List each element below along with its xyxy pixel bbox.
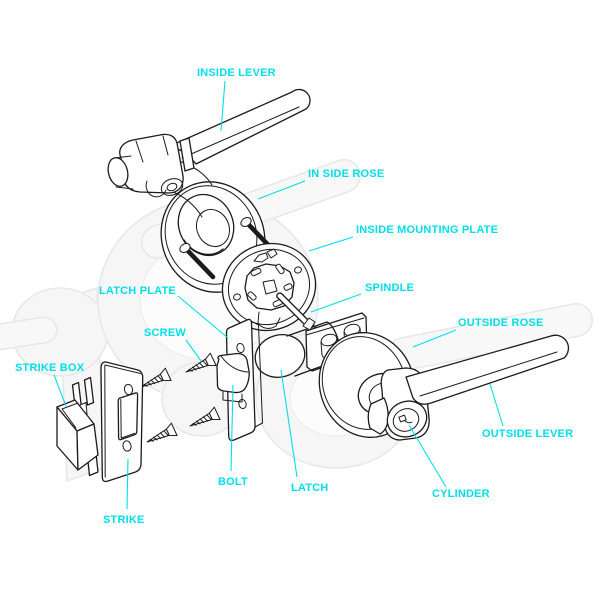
strike-box-prong-right bbox=[83, 376, 95, 406]
labels-layer: INSIDE LEVER IN SIDE ROSE INSIDE MOUNTING … bbox=[15, 67, 573, 526]
ghost-outside-lever-tube-fill bbox=[388, 304, 592, 370]
keyway bbox=[398, 414, 407, 423]
part-label-screw: SCREW bbox=[144, 327, 186, 339]
outside-lever-drawing bbox=[367, 334, 570, 441]
screw-1 bbox=[140, 367, 172, 388]
mechanism-tabs bbox=[253, 248, 278, 263]
screws-drawing bbox=[140, 352, 221, 443]
latch-body bbox=[254, 334, 306, 378]
leader-line-outside-lever bbox=[489, 383, 504, 427]
strike-cutout bbox=[117, 392, 139, 441]
leader-line-bolt bbox=[230, 384, 234, 472]
leader-line-strike bbox=[126, 458, 129, 510]
part-label-latch: LATCH bbox=[291, 482, 328, 494]
leader-line-strike-box bbox=[53, 374, 67, 407]
leader-line-outside-rose bbox=[412, 329, 457, 348]
hub-thumb-tab bbox=[367, 397, 389, 435]
hub-clip bbox=[145, 180, 167, 198]
part-label-inside-rose: IN SIDE ROSE bbox=[308, 168, 384, 180]
part-label-latch-plate: LATCH PLATE bbox=[99, 285, 176, 297]
part-label-strike-box: STRIKE BOX bbox=[15, 362, 85, 374]
screw-2 bbox=[185, 352, 217, 373]
leader-line-latch-plate bbox=[177, 295, 229, 339]
leader-line-spindle bbox=[310, 293, 362, 313]
leader-line-latch bbox=[280, 369, 298, 478]
cylinder-face bbox=[386, 400, 428, 438]
part-label-inside-mounting-plate: INSIDE MOUNTING PLATE bbox=[356, 224, 498, 236]
screw-4 bbox=[189, 406, 221, 427]
strike-box-drawing bbox=[56, 376, 99, 477]
latch-plate-edge bbox=[250, 320, 263, 428]
mechanism-bracket bbox=[257, 311, 281, 329]
spindle-hole bbox=[262, 279, 278, 295]
part-label-cylinder: CYLINDER bbox=[432, 488, 490, 500]
leader-line-inside-lever bbox=[220, 80, 226, 132]
strike-drawing bbox=[100, 361, 144, 483]
strike-box-side bbox=[76, 423, 99, 471]
inside-lever-hub bbox=[119, 133, 184, 194]
screw-3 bbox=[146, 422, 178, 443]
part-label-bolt: BOLT bbox=[218, 476, 248, 488]
leader-line-cylinder bbox=[408, 424, 447, 488]
ghost-tube-left-fill bbox=[0, 318, 56, 349]
leader-line-inside-mounting-plate bbox=[308, 236, 354, 252]
leader-line-screw bbox=[185, 339, 202, 362]
hub-tab bbox=[179, 137, 195, 172]
part-label-outside-lever: OUTSIDE LEVER bbox=[482, 428, 573, 440]
part-label-spindle: SPINDLE bbox=[365, 282, 414, 294]
inside-lever-drawing bbox=[107, 88, 311, 218]
part-label-strike: STRIKE bbox=[103, 514, 145, 526]
latch-body-tab bbox=[302, 317, 316, 331]
part-label-inside-lever: INSIDE LEVER bbox=[197, 67, 276, 79]
leader-line-inside-rose bbox=[257, 180, 306, 200]
part-label-outside-rose: OUTSIDE ROSE bbox=[458, 317, 544, 329]
